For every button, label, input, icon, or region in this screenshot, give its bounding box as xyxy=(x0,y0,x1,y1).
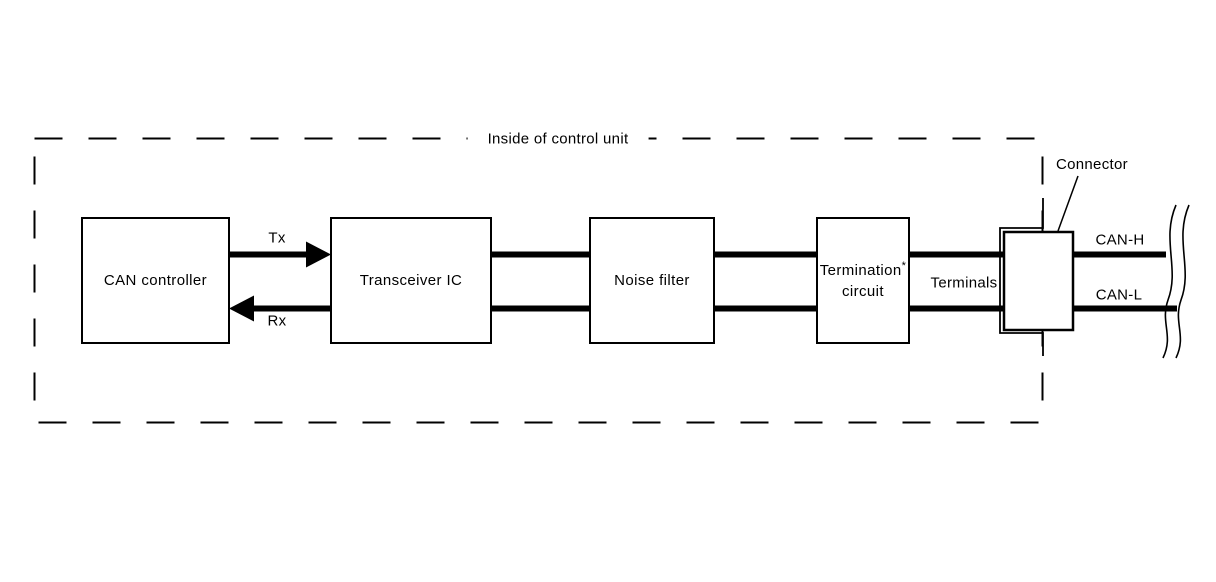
termination-label-line1: Termination xyxy=(819,261,902,279)
connector-label: Connector xyxy=(1056,156,1128,173)
block-can-controller: CAN controller xyxy=(81,217,230,344)
connector-pointer-line xyxy=(1057,175,1079,232)
connector-body xyxy=(1002,230,1075,332)
block-transceiver-ic: Transceiver IC xyxy=(330,217,492,344)
wire-break-symbol xyxy=(1162,204,1190,359)
can-controller-label: CAN controller xyxy=(103,272,208,289)
termination-footnote-marker: * xyxy=(901,259,907,272)
can-l-label: CAN-L xyxy=(1095,286,1143,304)
can-h-label: CAN-H xyxy=(1095,231,1145,249)
tx-arrow xyxy=(230,241,331,268)
transceiver-ic-label: Transceiver IC xyxy=(359,272,463,289)
terminals-label: Terminals xyxy=(930,274,998,292)
block-termination-circuit: Termination* circuit xyxy=(816,217,910,344)
tx-signal-label: Tx xyxy=(268,229,286,247)
connector-pocket xyxy=(999,198,1044,356)
noise-filter-label: Noise filter xyxy=(614,272,690,289)
control-unit-title: Inside of control unit xyxy=(467,128,649,150)
termination-label-line2: circuit xyxy=(842,282,884,300)
rx-signal-label: Rx xyxy=(267,312,287,330)
block-noise-filter: Noise filter xyxy=(589,217,715,344)
rx-arrow xyxy=(229,295,330,322)
termination-circuit-label: Termination* circuit xyxy=(820,260,907,302)
